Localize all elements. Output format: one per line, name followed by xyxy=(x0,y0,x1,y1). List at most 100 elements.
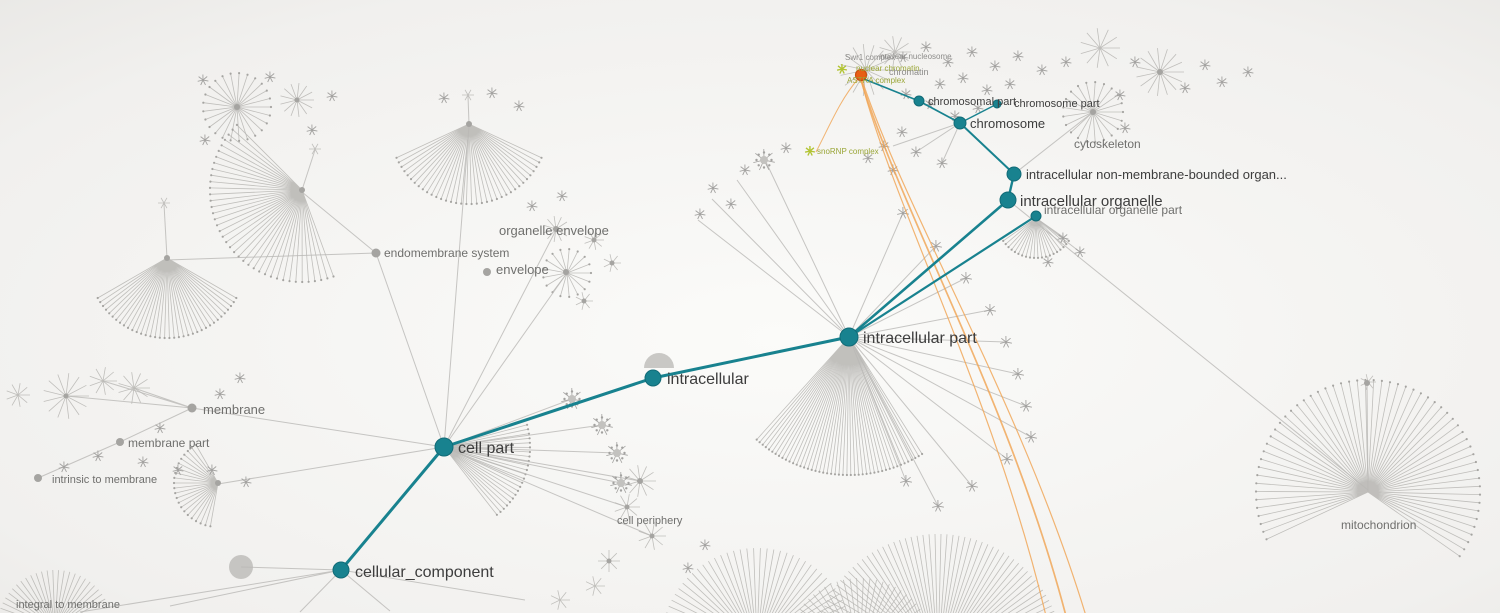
leaf-node-asterisk[interactable] xyxy=(960,271,972,284)
node-chromosomal-part[interactable] xyxy=(913,95,925,107)
leaf-node-asterisk[interactable] xyxy=(1074,246,1086,258)
flower-cluster-node[interactable] xyxy=(591,413,613,436)
leaf-node-asterisk[interactable] xyxy=(1004,78,1016,90)
node-nucleosome-highlight[interactable] xyxy=(854,68,868,82)
leaf-node-asterisk[interactable] xyxy=(197,74,209,86)
graph-node-dot[interactable] xyxy=(164,255,170,261)
node-intracellular-organelle[interactable] xyxy=(999,191,1017,209)
label-chromosomal-part[interactable]: chromosomal part xyxy=(928,96,1016,108)
graph-node-dot[interactable] xyxy=(624,504,630,510)
label-astra-complex[interactable]: ASTRA complex xyxy=(847,76,905,85)
flower-cluster-node[interactable] xyxy=(753,148,775,171)
leaf-node-asterisk[interactable] xyxy=(989,60,1001,72)
leaf-node-asterisk[interactable] xyxy=(172,464,184,476)
leaf-node-asterisk[interactable] xyxy=(1057,232,1069,244)
leaf-node-asterisk[interactable] xyxy=(264,71,276,83)
leaf-node-asterisk[interactable] xyxy=(900,474,912,487)
node-intracellular[interactable] xyxy=(644,369,662,387)
flower-cluster-node[interactable] xyxy=(561,387,583,410)
leaf-node-asterisk[interactable] xyxy=(556,190,568,202)
leaf-node-asterisk[interactable] xyxy=(934,78,946,90)
leaf-node-asterisk[interactable] xyxy=(1012,367,1024,380)
leaf-node-asterisk[interactable] xyxy=(1179,82,1191,94)
label-intracellular-part[interactable]: intracellular part xyxy=(863,330,977,347)
olive-marker-node[interactable] xyxy=(804,145,816,156)
leaf-node-asterisk[interactable] xyxy=(739,164,751,176)
label-endomembrane-system[interactable]: endomembrane system xyxy=(384,246,509,260)
leaf-node-asterisk[interactable] xyxy=(1216,76,1228,88)
label-nuclear-nucleosome[interactable]: nuclear nucleosome xyxy=(880,52,952,61)
label-membrane[interactable]: membrane xyxy=(203,402,265,417)
graph-node-dot[interactable] xyxy=(1364,380,1370,386)
label-intrinsic-to-membrane[interactable]: intrinsic to membrane xyxy=(52,474,157,486)
leaf-node-asterisk[interactable] xyxy=(897,206,909,219)
leaf-node-asterisk[interactable] xyxy=(896,126,908,138)
leaf-node-asterisk[interactable] xyxy=(932,499,944,512)
leaf-node-asterisk[interactable] xyxy=(920,41,932,53)
label-cytoskeleton[interactable]: cytoskeleton xyxy=(1074,137,1141,151)
label-integral-to-membrane[interactable]: integral to membrane xyxy=(16,599,120,611)
leaf-node-asterisk[interactable] xyxy=(513,100,525,112)
leaf-node-asterisk[interactable] xyxy=(1020,399,1032,412)
graph-node-dot[interactable] xyxy=(649,533,655,539)
leaf-node-asterisk[interactable] xyxy=(214,388,226,400)
node-intracellular-non-membrane-bounded-organelle[interactable] xyxy=(1006,166,1022,182)
graph-node-dot[interactable] xyxy=(563,269,569,275)
leaf-node-asterisk[interactable] xyxy=(1042,256,1054,268)
node-intracellular-part[interactable] xyxy=(839,327,859,347)
leaf-node-asterisk[interactable] xyxy=(725,198,737,210)
leaf-node-asterisk[interactable] xyxy=(137,456,149,468)
label-intracellular[interactable]: intracellular xyxy=(667,371,749,388)
graph-node-dot[interactable] xyxy=(371,248,381,258)
label-nuclear-chromatin[interactable]: nuclear chromatin xyxy=(856,64,920,73)
graph-node-dot[interactable] xyxy=(234,104,240,110)
leaf-node-asterisk[interactable] xyxy=(240,476,252,488)
leaf-node-asterisk[interactable] xyxy=(438,92,450,104)
node-cell-part[interactable] xyxy=(434,437,454,457)
leaf-node-asterisk[interactable] xyxy=(972,102,984,114)
graph-node-dot[interactable] xyxy=(591,237,597,243)
leaf-node-asterisk[interactable] xyxy=(486,87,498,99)
node-chromosome-part[interactable] xyxy=(992,99,1002,109)
olive-marker-node[interactable] xyxy=(836,63,848,74)
leaf-node-asterisk[interactable] xyxy=(862,152,874,164)
label-membrane-part[interactable]: membrane part xyxy=(128,436,210,450)
graph-node-dot[interactable] xyxy=(581,298,587,304)
graph-node-dot[interactable] xyxy=(294,97,300,103)
graph-node-dot[interactable] xyxy=(187,403,197,413)
graph-node-dot[interactable] xyxy=(1157,69,1163,75)
label-mitochondrion[interactable]: mitochondrion xyxy=(1341,518,1416,532)
leaf-node-asterisk[interactable] xyxy=(707,182,719,194)
leaf-node-asterisk[interactable] xyxy=(966,46,978,58)
label-snornp-complex[interactable]: snoRNP complex xyxy=(817,147,879,156)
leaf-node-asterisk[interactable] xyxy=(58,461,70,473)
leaf-node-asterisk[interactable] xyxy=(682,562,694,574)
graph-node-dot[interactable] xyxy=(609,260,615,266)
label-chromosome[interactable]: chromosome xyxy=(970,116,1045,131)
leaf-node-asterisk[interactable] xyxy=(1114,89,1126,101)
leaf-node-asterisk[interactable] xyxy=(326,90,338,102)
leaf-node-asterisk[interactable] xyxy=(1000,335,1012,348)
leaf-node-asterisk[interactable] xyxy=(526,200,538,212)
leaf-node-asterisk[interactable] xyxy=(92,450,104,462)
node-chromosome[interactable] xyxy=(953,116,967,130)
leaf-node-asterisk[interactable] xyxy=(984,303,996,316)
label-swr1-complex[interactable]: Swr1 complex xyxy=(845,53,895,62)
leaf-node-asterisk[interactable] xyxy=(1036,64,1048,76)
graph-node-dot[interactable] xyxy=(637,478,643,484)
leaf-node-asterisk[interactable] xyxy=(897,51,909,63)
leaf-node-asterisk[interactable] xyxy=(936,157,948,169)
leaf-node-asterisk[interactable] xyxy=(234,372,246,384)
graph-node-dot[interactable] xyxy=(34,474,42,482)
leaf-node-asterisk[interactable] xyxy=(699,539,711,551)
leaf-node-asterisk[interactable] xyxy=(1119,122,1131,134)
leaf-node-asterisk[interactable] xyxy=(957,72,969,84)
label-intracellular-nmb-organelle[interactable]: intracellular non-membrane-bounded organ… xyxy=(1026,167,1287,182)
leaf-node-asterisk[interactable] xyxy=(1025,430,1037,443)
leaf-node-asterisk[interactable] xyxy=(694,208,706,220)
leaf-node-asterisk[interactable] xyxy=(981,84,993,96)
node-cellular-component[interactable] xyxy=(332,561,350,579)
leaf-node-asterisk[interactable] xyxy=(1242,66,1254,78)
label-envelope[interactable]: envelope xyxy=(496,262,549,277)
